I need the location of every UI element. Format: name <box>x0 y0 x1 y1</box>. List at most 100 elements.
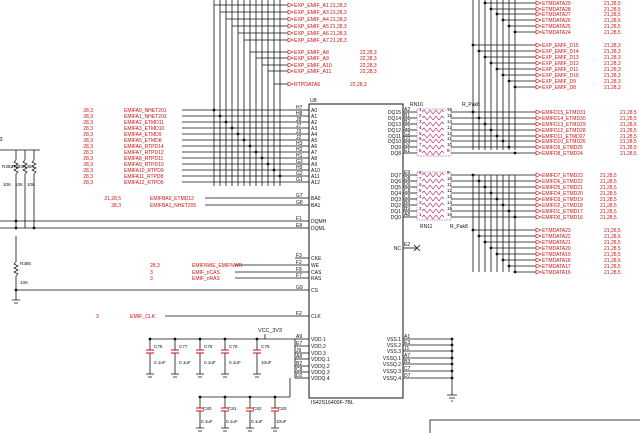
offpage-connector <box>535 0 542 6</box>
offpage-connector <box>535 184 542 190</box>
address-net-label: EMIFA3_ETMD10 <box>124 126 165 132</box>
emif-data-net-label: EMIFD14_ETMD30 <box>542 116 586 122</box>
chip-pin-name: DQ9 <box>391 145 402 151</box>
junction-dot <box>273 395 277 399</box>
top-net-ref: 22,28,3 <box>360 50 377 56</box>
resistor-pack-pin: 10 <box>447 142 453 147</box>
offpage-connector <box>535 78 542 84</box>
chip-pin-name: CS <box>311 288 319 294</box>
top-net-ref: 21,28,3 <box>330 31 347 37</box>
emif-data-net-ref: 21,28,5 <box>600 185 617 191</box>
chip-pin-name: DQ6 <box>391 179 402 185</box>
chip-pin-name: DQ2 <box>391 203 402 209</box>
resistor-pack-element <box>421 138 445 144</box>
exp-data-net-ref: 21,28,3 <box>604 73 621 79</box>
junction-dot <box>507 145 511 149</box>
junction-dot <box>248 144 252 148</box>
resistor-pack-type: R_Pak8 <box>450 224 468 230</box>
bank-net-ref: 21,28,5 <box>104 196 121 202</box>
chip-pin-name: NC <box>394 246 402 252</box>
address-net-label: EMIFA8_RTPD11 <box>124 156 163 162</box>
capacitor-value: 0.1uF <box>204 360 216 365</box>
power-rail-label: VCC_3V3 <box>258 328 282 334</box>
address-net-ref: 28,3 <box>83 162 93 168</box>
emif-data-net-ref: 21,28,5 <box>620 128 637 134</box>
junction-dot <box>148 337 152 341</box>
offpage-connector <box>535 66 542 72</box>
junction-dot <box>501 203 505 207</box>
address-net-label: EMIFA4_ETMD9 <box>124 132 162 138</box>
capacitor-value: 0.1uF <box>201 419 213 424</box>
resistor-pack-pin: 4 <box>419 194 422 199</box>
exp-data-net-ref: 21,28,3 <box>604 61 621 67</box>
junction-dot <box>278 174 282 178</box>
chip-pin-name: A10 <box>311 168 320 174</box>
junction-dot <box>471 110 475 114</box>
resistor-body <box>22 159 28 175</box>
junction-dot <box>507 79 511 83</box>
chip-pin-name: VDDQ.3 <box>311 370 330 376</box>
etm-net-label: ETMDATA18 <box>542 258 571 264</box>
address-net-label: EMIFA10_RTPD9 <box>124 168 164 174</box>
control-net-label: EMIF_nCAS <box>192 270 220 276</box>
top-net-label: RTPDATA6 <box>294 82 320 88</box>
top-net-ref: 21,28,3 <box>330 24 347 30</box>
chip-pin-number: E1 <box>404 148 410 154</box>
ground-symbol <box>447 394 457 402</box>
ground-symbol <box>146 373 154 378</box>
chip-pin-number: H1 <box>296 153 303 159</box>
resistor-body <box>13 261 19 277</box>
offpage-connector <box>535 138 542 144</box>
resistor-pack-pin: 2 <box>419 113 422 118</box>
chip-pin-name: VSSQ.3 <box>383 369 401 375</box>
chip-pin-number: B2 <box>296 361 302 367</box>
offpage-connector <box>287 23 294 29</box>
chip-pin-number: B8 <box>404 200 410 206</box>
junction-dot <box>483 240 487 244</box>
junction-dot <box>495 134 499 138</box>
etm-net-ref: 21,28,5 <box>604 240 621 246</box>
chip-pin-number: B2 <box>404 119 410 125</box>
chip-pin-name: VDDQ.1 <box>311 357 330 363</box>
sheet-edge-label: /3 <box>0 137 3 143</box>
resistor-pack-pin: 1 <box>419 107 422 112</box>
etm-net-label: ETMDATA25 <box>542 24 571 30</box>
address-net-label: EMIFA9_RTPD10 <box>124 162 164 168</box>
top-net-label: EXP_EMIF_A5 <box>294 24 329 30</box>
emif-data-net-label: EMIFD5_ETMD21 <box>542 185 583 191</box>
chip-pin-name: A6 <box>311 144 317 150</box>
resistor-pack-element <box>421 190 445 196</box>
offpage-connector <box>535 263 542 269</box>
junction-dot <box>495 197 499 201</box>
resistor-body <box>13 159 19 175</box>
junction-dot <box>513 270 517 274</box>
resistor-pack-pin: 9 <box>447 170 450 175</box>
offpage-connector <box>535 196 542 202</box>
junction-dot <box>223 337 227 341</box>
address-net-ref: 28,3 <box>83 180 93 186</box>
resistor-pack-pin: 15 <box>447 113 453 118</box>
emif-data-net-label: EMIFD7_ETMD23 <box>542 173 583 179</box>
chip-pin-name: DQ3 <box>391 197 402 203</box>
junction-dot <box>248 395 252 399</box>
chip-pin-number: J1 <box>404 346 410 352</box>
chip-pin-name: A9 <box>311 162 317 168</box>
resistor-pack-pin: 14 <box>447 200 453 205</box>
chip-pin-name: A11 <box>311 174 320 180</box>
emif-data-net-label: EMIFD0_ETMD16 <box>542 215 583 221</box>
resistor-ref: R383 <box>12 164 23 169</box>
title-block-frame <box>429 419 640 433</box>
emif-data-net-label: EMIFD8_ETMD24 <box>542 151 583 157</box>
etm-net-ref: 21,28,5 <box>604 258 621 264</box>
bank-net-label: EMIFBA1_NHET205 <box>150 203 196 209</box>
junction-dot <box>483 55 487 59</box>
resistor-pack-pin: 6 <box>419 182 422 187</box>
chip-pin-number: F2 <box>296 260 302 266</box>
etm-net-label: ETMDATA17 <box>542 264 571 270</box>
resistor-pack-pin: 11 <box>447 136 452 141</box>
resistor-pack-element <box>421 184 445 190</box>
offpage-connector <box>535 178 542 184</box>
chip-pin-number: H9 <box>296 165 303 171</box>
junction-dot <box>507 264 511 268</box>
chip-pin-name: DQML <box>311 226 326 232</box>
